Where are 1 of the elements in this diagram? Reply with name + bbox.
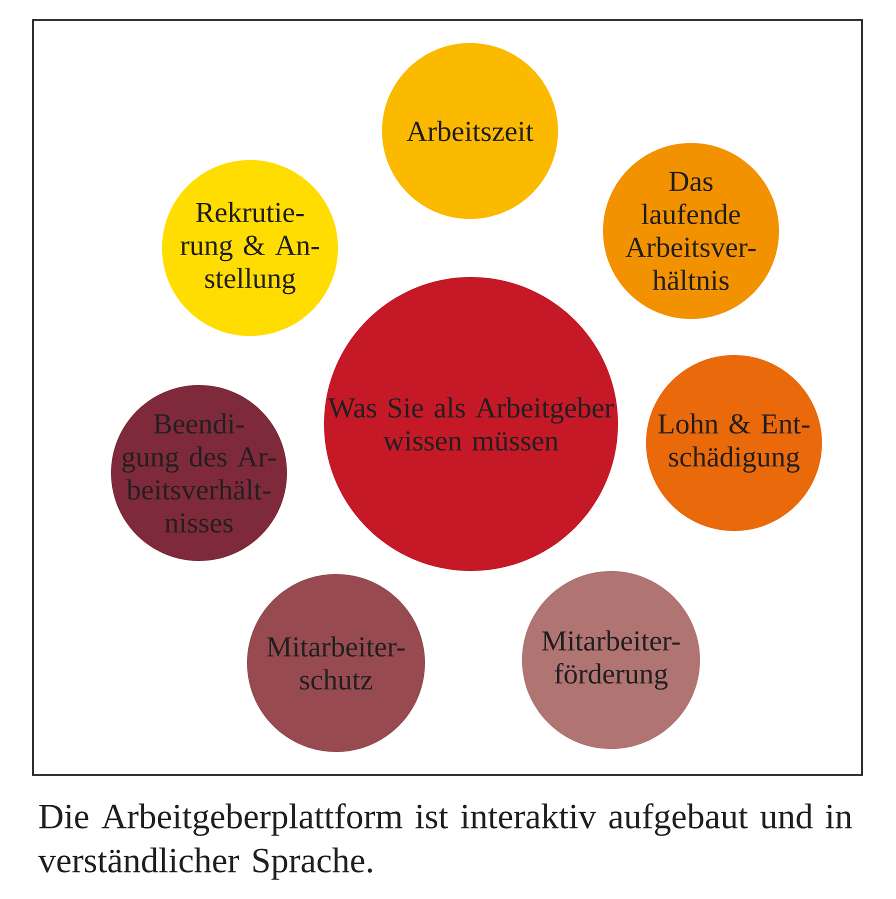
caption: Die Arbeitgeberplattform ist interaktiv aufgebaut und in verständlicher Sprache. — [38, 803, 852, 880]
